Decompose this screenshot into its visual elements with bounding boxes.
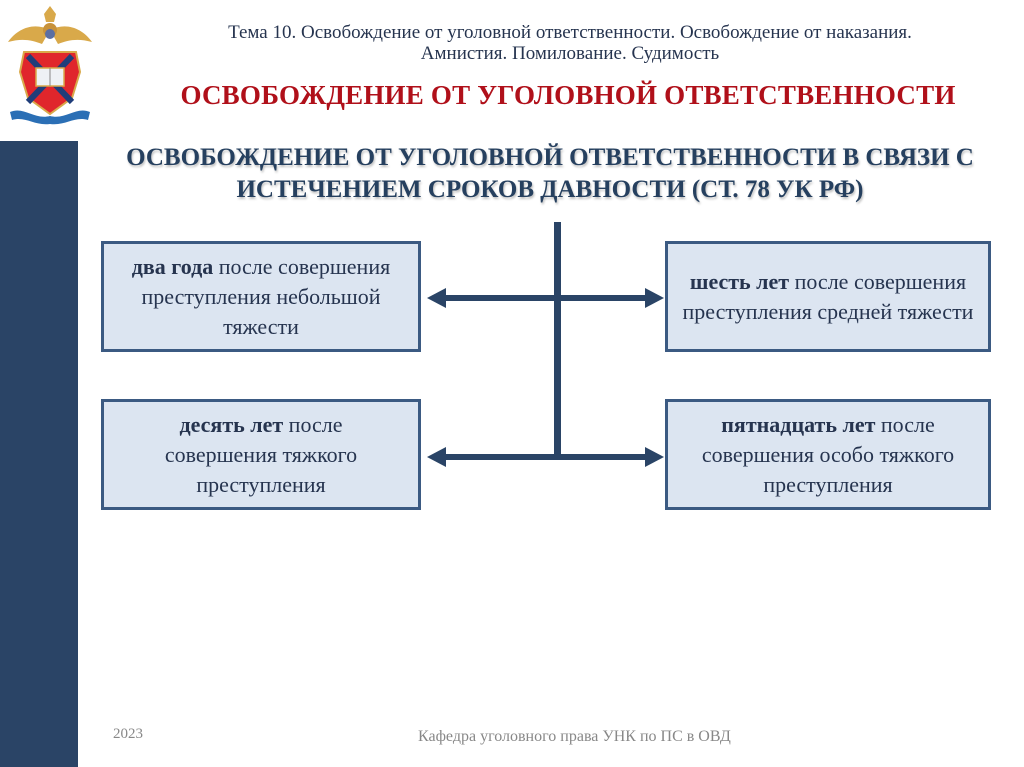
box-grave: десять лет после совершения тяжкого прес… [101,399,421,510]
box-text: после совершения особо тяжкого преступле… [701,411,955,497]
box-small-gravity: два года после совершения преступления н… [101,241,421,352]
box-medium-gravity: шесть лет после совершения преступления … [665,241,991,352]
emblem-icon [8,6,92,125]
main-title: ОСВОБОЖДЕНИЕ ОТ УГОЛОВНОЙ ОТВЕТСТВЕННОСТ… [100,80,1024,111]
arrow-left-top-icon [427,288,446,308]
arrow-left-bottom-icon [427,447,446,467]
topic-line-1: Тема 10. Освобождение от уголовной ответ… [228,22,912,43]
box-term: пятнадцать лет [721,411,876,437]
box-term: два года [131,253,214,279]
box-text: после совершения преступления средней тя… [682,268,974,324]
arrow-right-top-icon [645,288,664,308]
box-text: после совершения преступления небольшой … [141,253,391,339]
arrow-right-bottom-icon [645,447,664,467]
sub-title-line-2: ИСТЕЧЕНИЕМ СРОКОВ ДАВНОСТИ (СТ. 78 УК РФ… [236,176,864,203]
box-term: шесть лет [689,268,790,294]
sub-title: ОСВОБОЖДЕНИЕ ОТ УГОЛОВНОЙ ОТВЕТСТВЕННОСТ… [100,142,1000,206]
box-text: после совершения тяжкого преступления [164,411,358,497]
box-especially-grave: пятнадцать лет после совершения особо тя… [665,399,991,510]
main-title-text: ОСВОБОЖДЕНИЕ ОТ УГОЛОВНОЙ ОТВЕТСТВЕННОСТ… [180,80,956,110]
sub-title-line-1: ОСВОБОЖДЕНИЕ ОТ УГОЛОВНОЙ ОТВЕТСТВЕННОСТ… [126,144,974,171]
sidebar-bar [0,141,78,767]
box-term: десять лет [179,411,284,437]
footer-year: 2023 [113,726,143,742]
footer-department: Кафедра уголовного права УНК по ПС в ОВД [418,728,731,745]
topic-heading: Тема 10. Освобождение от уголовной ответ… [140,22,1000,64]
topic-line-2: Амнистия. Помилование. Судимость [420,43,720,64]
